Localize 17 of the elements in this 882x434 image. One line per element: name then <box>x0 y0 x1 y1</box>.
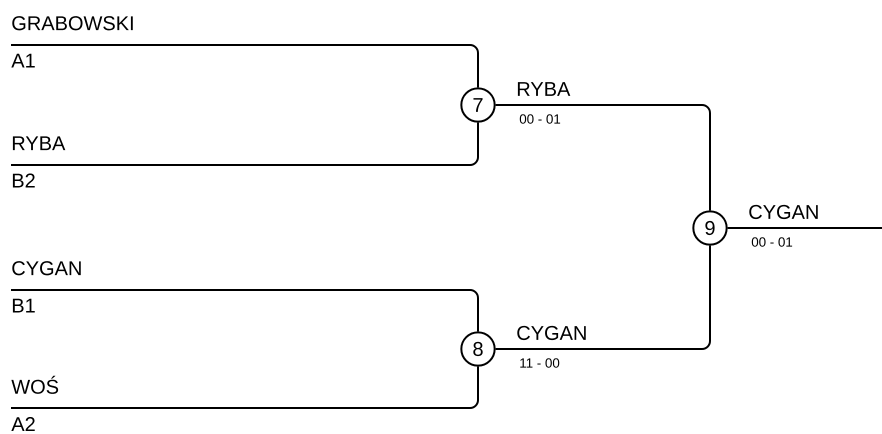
player-slot: RYBA B2 <box>12 136 66 188</box>
bracket-line <box>728 227 882 229</box>
bracket-line <box>11 366 479 409</box>
bracket-line <box>496 104 711 210</box>
bracket-line <box>11 289 479 332</box>
bracket-line <box>496 246 711 350</box>
player-slot: WOŚ A2 <box>11 376 58 432</box>
player-slot: CYGAN B1 <box>12 261 81 312</box>
score: 11 - 00 <box>520 358 560 368</box>
winner-name: RYBA <box>518 82 570 96</box>
winner-name: CYGAN <box>517 326 586 340</box>
player-slot: GRABOWSKI A1 <box>11 16 133 68</box>
score: 00 - 01 <box>752 237 792 247</box>
bracket-line <box>11 122 479 166</box>
score: 00 - 01 <box>520 114 560 124</box>
bracket-line <box>11 44 479 88</box>
winner-name: CYGAN <box>749 204 818 220</box>
